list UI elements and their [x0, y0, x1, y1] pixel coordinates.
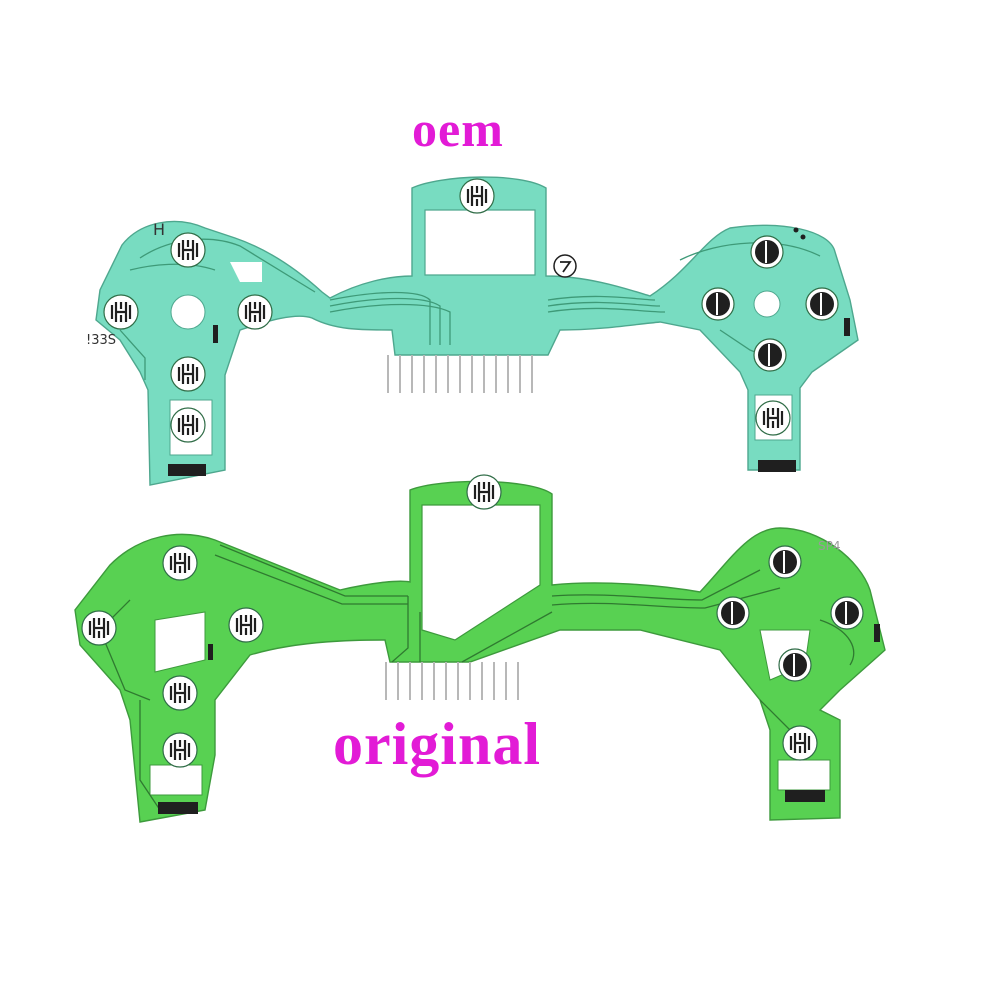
oem-label: oem [412, 101, 504, 157]
h-printed-mark: H [153, 220, 166, 239]
original-membrane [74, 473, 886, 823]
original-label: original [333, 711, 542, 777]
code-printed-mark: !33S [86, 333, 117, 348]
sp4-printed-mark: SP4 [818, 539, 841, 553]
oem-membrane [95, 176, 859, 486]
